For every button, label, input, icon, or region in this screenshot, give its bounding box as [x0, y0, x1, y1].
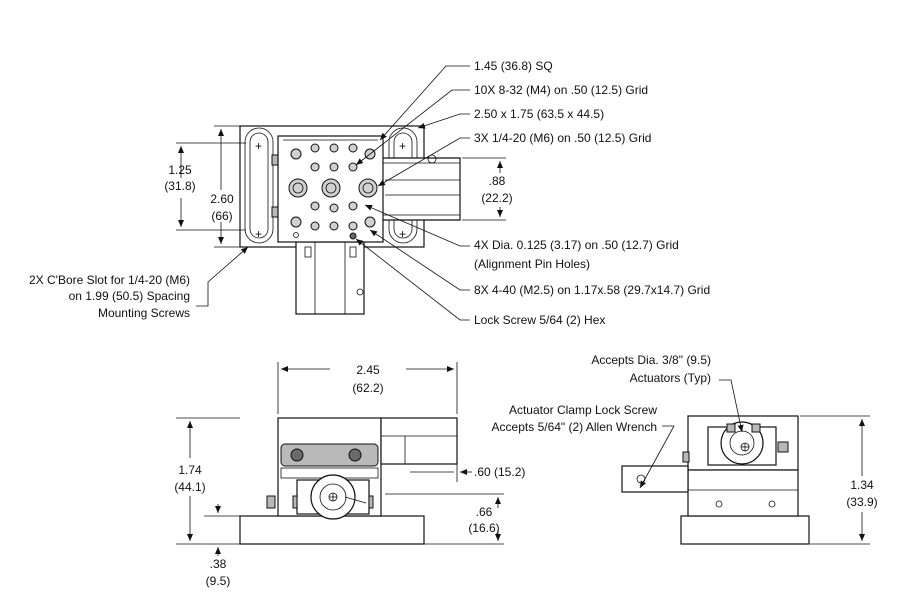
dim-1-34-value: 1.34	[850, 478, 874, 492]
svg-text:+: +	[399, 227, 406, 241]
dim-2-45-metric: (62.2)	[352, 381, 383, 395]
callout-1-4-20-grid: 3X 1/4-20 (M6) on .50 (12.5) Grid	[474, 131, 651, 145]
front-view: 2.45 (62.2) 1.74 (44.1) .38 (9.5) .60 (1…	[174, 362, 525, 588]
hole-pattern	[288, 143, 378, 240]
side-base	[680, 515, 810, 545]
dim-0-38-metric: (9.5)	[206, 574, 231, 588]
slot-note-line-3: Mounting Screws	[98, 306, 190, 320]
dim-0-66-value: .66	[476, 505, 493, 519]
dim-0-60-label: .60 (15.2)	[474, 465, 525, 479]
dim-0-88-metric: (22.2)	[481, 191, 512, 205]
callout-plate-size: 2.50 x 1.75 (63.5 x 44.5)	[474, 107, 604, 121]
dim-0-66-metric: (16.6)	[468, 521, 499, 535]
dim-1-34-metric: (33.9)	[846, 495, 877, 509]
dim-0-88-value: .88	[489, 174, 506, 188]
top-view: + + + + 1.25 (31.8) 2.60 (66) .88 (22.2)	[29, 59, 710, 327]
callout-alignment-pin-holes: (Alignment Pin Holes)	[474, 257, 590, 271]
front-base	[239, 515, 425, 545]
callout-8-32-grid: 10X 8-32 (M4) on .50 (12.5) Grid	[474, 83, 648, 97]
callout-lock-screw: Lock Screw 5/64 (2) Hex	[474, 313, 605, 327]
callout-square-size: 1.45 (36.8) SQ	[474, 59, 553, 73]
cbore-slot-left	[244, 127, 274, 244]
slot-note-line-2: on 1.99 (50.5) Spacing	[69, 289, 190, 303]
dim-2-45-value: 2.45	[356, 363, 380, 377]
callout-alignment-pin-dia: 4X Dia. 0.125 (3.17) on .50 (12.7) Grid	[474, 238, 679, 252]
clamp-note-line-1: Actuator Clamp Lock Screw	[509, 403, 657, 417]
actuator-note-line-2: Actuators (Typ)	[630, 371, 711, 385]
svg-text:+: +	[399, 139, 406, 153]
svg-text:+: +	[255, 139, 262, 153]
lower-body	[295, 241, 365, 315]
dim-0-38-value: .38	[210, 557, 227, 571]
clamp-note-line-2: Accepts 5/64" (2) Allen Wrench	[492, 420, 657, 434]
side-view: 1.34 (33.9) Accepts Dia. 3/8" (9.5) Actu…	[492, 353, 878, 545]
dim-1-74-value: 1.74	[178, 463, 202, 477]
callout-4-40-grid: 8X 4-40 (M2.5) on 1.17x.58 (29.7x14.7) G…	[474, 283, 710, 297]
actuator-arm	[378, 157, 461, 221]
dim-1-25-value: 1.25	[168, 163, 192, 177]
dim-2-60-metric: (66)	[211, 209, 232, 223]
dim-1-25-metric: (31.8)	[164, 179, 195, 193]
actuator-note-line-1: Accepts Dia. 3/8" (9.5)	[591, 353, 711, 367]
slot-note-line-1: 2X C'Bore Slot for 1/4-20 (M6)	[29, 273, 190, 287]
svg-text:+: +	[255, 227, 262, 241]
dim-2-60-value: 2.60	[210, 192, 234, 206]
dim-1-74-metric: (44.1)	[174, 480, 205, 494]
